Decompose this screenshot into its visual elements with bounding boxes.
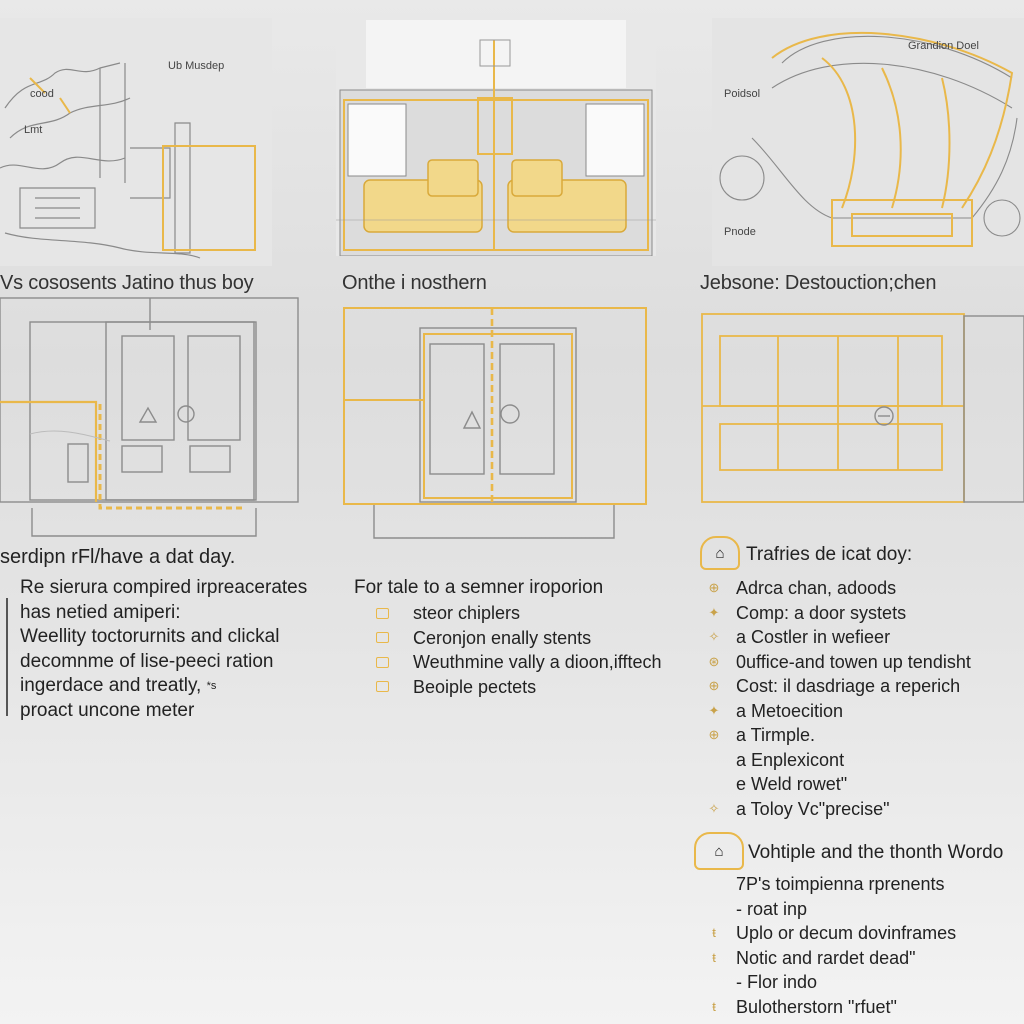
checkbox-icon xyxy=(376,632,389,644)
bullet-icon: ⊛ xyxy=(708,653,720,669)
list-item: Ceronjon enally stents xyxy=(374,626,661,651)
list-item: ✧a Costler in wefieer xyxy=(706,625,971,650)
left-text-line: Re sierura compired irpreacerates xyxy=(20,577,308,598)
bullet-icon: ŧ xyxy=(712,925,716,941)
middle-text-title: For tale to a semner iroporion xyxy=(354,577,604,598)
bullet-icon xyxy=(706,902,722,916)
heading-right: Jebsone: Destouction;chen xyxy=(700,272,937,294)
left-text-line: has netied amiperi: xyxy=(20,601,181,623)
bullet-icon xyxy=(706,753,722,767)
list-item: ✧a Toloy Vc"precise" xyxy=(706,797,971,822)
sketch-left-label-2: cood xyxy=(30,88,54,100)
left-text-line: Weellity toctorurnits and clickal xyxy=(20,626,280,647)
list-item: Weuthmine vally a dioon,ifftech xyxy=(374,650,661,675)
heading-left: Vs cososents Jatino thus boy xyxy=(0,272,254,294)
sketch-left: Ub Musdep cood Lmt xyxy=(0,18,272,266)
left-text-title: serdipn rFl/have a dat day. xyxy=(0,546,236,568)
sketch-right: Grandion Doel Poidsol Pnode xyxy=(712,18,1024,266)
aside-mark: *s xyxy=(206,680,217,692)
list-item: ⊕a Tirmple. xyxy=(706,723,971,748)
list-item: - roat inp xyxy=(706,897,956,922)
sketch-left-label-1: Ub Musdep xyxy=(168,60,225,72)
right-bottom-title: Vohtiple and the thonth Wordo xyxy=(748,842,1004,863)
bullet-icon: ✦ xyxy=(708,604,720,620)
list-item: ✦Comp: a door systets xyxy=(706,601,971,626)
bullet-icon: ŧ xyxy=(712,998,716,1014)
right-top-list: ⊕Adrca chan, adoods ✦Comp: a door systet… xyxy=(706,576,971,821)
list-item: ⊕Cost: il dasdriage a reperich xyxy=(706,674,971,699)
list-item: a Enplexicont xyxy=(706,748,971,773)
list-item: ⊕Adrca chan, adoods xyxy=(706,576,971,601)
bullet-icon: ŧ xyxy=(712,949,716,965)
door-plan-right xyxy=(698,310,1024,506)
door-plan-middle xyxy=(340,304,650,544)
left-text-body: Re sierura compired irpreacerates has ne… xyxy=(20,576,307,723)
bullet-icon xyxy=(706,877,722,891)
list-item: e Weld rowet" xyxy=(706,772,971,797)
checkbox-icon xyxy=(376,607,389,619)
list-item: 7P's toimpienna rprenents xyxy=(706,872,956,897)
house-icon: ⌂ xyxy=(694,832,744,870)
list-item: ⊛0uffice-and towen up tendisht xyxy=(706,650,971,675)
checkbox-icon xyxy=(376,656,389,668)
bullet-icon: ⊕ xyxy=(708,678,720,694)
sketch-left-label-3: Lmt xyxy=(24,124,43,136)
list-item: Beoiple pectets xyxy=(374,675,661,700)
middle-list: steor chiplers Ceronjon enally stents We… xyxy=(374,601,661,699)
door-plan-left xyxy=(0,296,300,542)
heading-middle: Onthe i nosthern xyxy=(342,272,487,294)
left-text-line: proact uncone meter xyxy=(20,699,195,721)
bullet-icon: ✦ xyxy=(708,702,720,718)
checkbox-icon xyxy=(376,681,389,693)
house-icon: ⌂ xyxy=(700,536,740,570)
left-text-line: ingerdace and treatly, *s xyxy=(20,675,217,696)
bullet-icon: ✧ xyxy=(708,800,720,816)
sketch-right-label-3: Pnode xyxy=(724,226,756,238)
list-item: steor chiplers xyxy=(374,601,661,626)
bullet-icon: ⊕ xyxy=(708,580,720,596)
bullet-icon: ⊕ xyxy=(708,727,720,743)
list-item: - Flor indo xyxy=(706,970,956,995)
sketch-middle xyxy=(336,20,656,256)
left-bracket xyxy=(6,598,10,716)
list-item: ✦a Metoecition xyxy=(706,699,971,724)
sketch-right-label-1: Grandion Doel xyxy=(908,40,979,52)
bullet-icon xyxy=(706,975,722,989)
bullet-icon: ✧ xyxy=(708,629,720,645)
left-text-line: decomnme of lise-peeci ration xyxy=(20,650,274,672)
right-top-title: Trafries de icat doy: xyxy=(746,544,913,565)
sketch-right-label-2: Poidsol xyxy=(724,88,761,100)
bullet-icon xyxy=(706,777,722,791)
